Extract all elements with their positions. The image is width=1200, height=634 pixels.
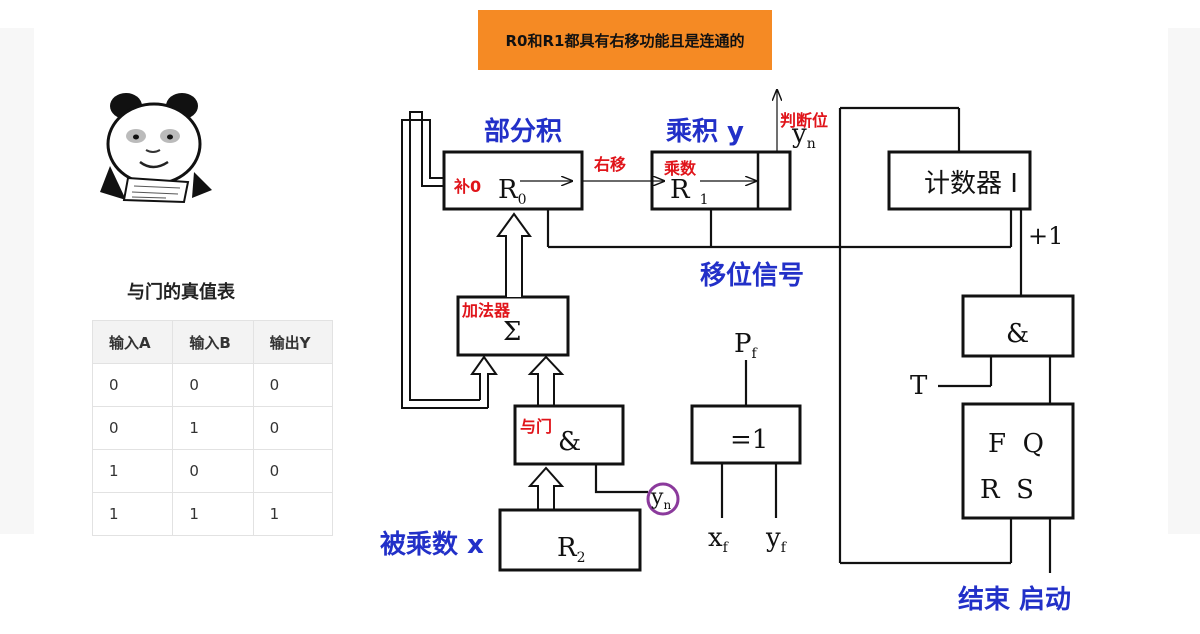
xf-text: xf xyxy=(708,523,730,556)
product-label: 乘积 y xyxy=(665,117,744,147)
t-input-text: T xyxy=(910,371,928,401)
banner-text: R0和R1都具有右移功能且是连通的 xyxy=(505,31,745,50)
table-cell: 0 xyxy=(252,449,334,493)
table-cell: 1 xyxy=(91,492,174,536)
truth-table-title: 与门的真值表 xyxy=(127,282,235,303)
header-input-b: 输入B xyxy=(172,320,254,364)
judge-bit-label: 判断位 xyxy=(780,111,828,130)
table-cell: 0 xyxy=(172,363,254,407)
yn-circle-text: yn xyxy=(650,485,671,512)
table-cell: 0 xyxy=(252,363,334,407)
table-row: 1 1 1 xyxy=(91,492,334,536)
table-cell: 0 xyxy=(91,406,174,450)
title-banner: R0和R1都具有右移功能且是连通的 xyxy=(478,10,772,70)
partial-product-label: 部分积 xyxy=(484,117,562,147)
table-cell: 1 xyxy=(91,449,174,493)
right-and-gate-box xyxy=(961,294,1075,358)
zero-fill-label: 补0 xyxy=(453,177,481,196)
table-row: 0 0 0 xyxy=(91,363,334,407)
pf-text: Pf xyxy=(734,329,759,362)
table-cell: 0 xyxy=(252,406,334,450)
table-row: 0 1 0 xyxy=(91,406,334,450)
multiplicand-label: 被乘数 x xyxy=(380,530,484,560)
plus-one-text: +1 xyxy=(1028,222,1063,250)
ff-fq-text: F Q xyxy=(988,429,1044,459)
multiplier-label: 乘数 xyxy=(663,159,697,178)
r0-text: R0 xyxy=(498,175,527,208)
shift-signal-label: 移位信号 xyxy=(700,260,804,291)
table-cell: 1 xyxy=(252,492,334,536)
counter-text: 计数器 I xyxy=(924,169,1018,199)
and-gate-box xyxy=(513,404,625,466)
xor-symbol-text: =1 xyxy=(730,425,768,455)
table-cell: 1 xyxy=(172,406,254,450)
truth-table: 输入A 输入B 输出Y 0 0 0 0 1 0 1 0 0 1 1 1 xyxy=(91,320,334,536)
right-and-symbol-text: & xyxy=(1006,319,1029,349)
right-background-strip xyxy=(1168,28,1200,534)
sigma-text: Σ xyxy=(503,317,521,347)
adder-label: 加法器 xyxy=(461,301,511,320)
shift-right-label: 右移 xyxy=(594,155,626,174)
multiplier-circuit-diagram: 部分积 乘积 y 移位信号 被乘数 x 结束 启动 补0 右移 乘数 判断位 加… xyxy=(380,78,1075,614)
r2-register-box xyxy=(498,508,642,572)
end-start-label: 结束 启动 xyxy=(958,584,1071,614)
table-row: 1 0 0 xyxy=(91,449,334,493)
panda-meme-icon xyxy=(100,93,212,204)
left-background-strip xyxy=(0,28,34,534)
r2-text: R2 xyxy=(557,533,586,566)
flip-flop-box xyxy=(961,402,1075,520)
table-cell: 0 xyxy=(172,449,254,493)
yn-top-text: yn xyxy=(791,119,816,152)
yf-text: yf xyxy=(765,523,788,556)
ff-rs-text: R S xyxy=(980,475,1034,505)
table-cell: 0 xyxy=(91,363,174,407)
header-output-y: 输出Y xyxy=(252,320,334,364)
header-input-a: 输入A xyxy=(91,320,174,364)
truth-table-header-row: 输入A 输入B 输出Y xyxy=(91,320,334,364)
yn-highlight-circle xyxy=(646,482,680,516)
table-cell: 1 xyxy=(172,492,254,536)
and-gate-label: 与门 xyxy=(520,417,552,436)
and-symbol-text: & xyxy=(558,427,581,457)
